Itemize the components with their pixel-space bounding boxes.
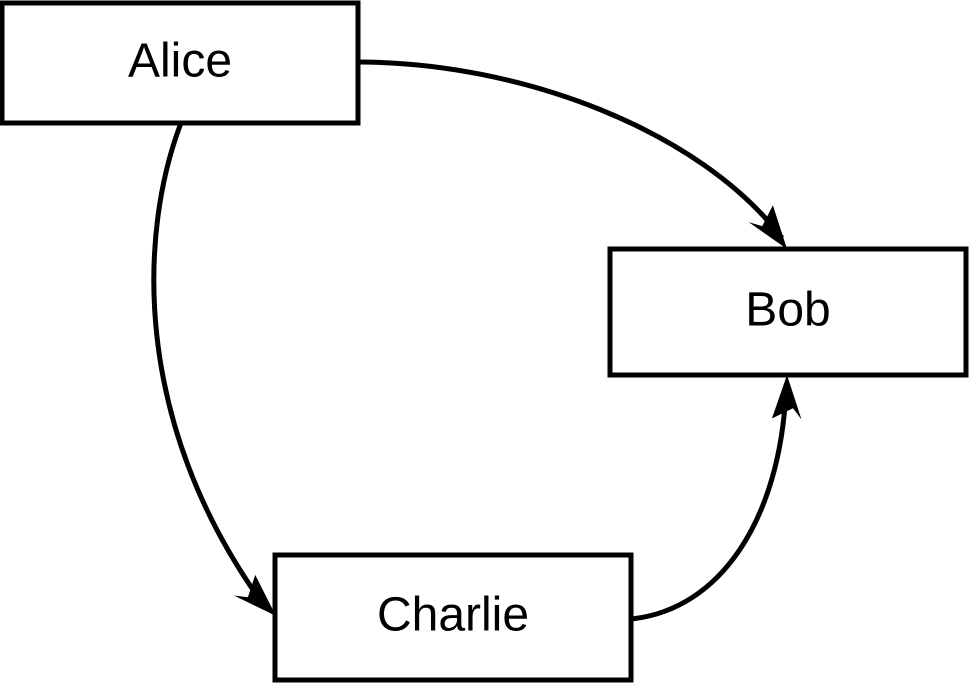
node-alice-box[interactable] [0, 0, 361, 126]
edge-charlie-to-bob-path [630, 389, 789, 622]
edge-alice-to-charlie-path [151, 122, 266, 606]
edge-layer [151, 59, 802, 622]
edge-alice-to-charlie[interactable] [151, 122, 276, 616]
edge-charlie-to-bob[interactable] [630, 375, 802, 622]
node-alice[interactable]: Alice [0, 0, 361, 126]
edge-alice-to-bob-arrowhead-icon [748, 205, 787, 249]
node-bob-box[interactable] [607, 246, 969, 378]
node-bob-label: Bob [745, 284, 830, 337]
node-charlie-label: Charlie [377, 589, 529, 642]
edge-alice-to-bob-path [357, 59, 784, 240]
edge-alice-to-bob[interactable] [357, 59, 787, 249]
node-charlie[interactable]: Charlie [272, 552, 634, 683]
node-charlie-box[interactable] [272, 552, 634, 683]
edge-charlie-to-bob-arrowhead-icon [771, 375, 802, 420]
node-bob[interactable]: Bob [607, 246, 969, 378]
node-alice-label: Alice [128, 35, 232, 88]
edge-alice-to-charlie-arrowhead-icon [233, 574, 276, 616]
